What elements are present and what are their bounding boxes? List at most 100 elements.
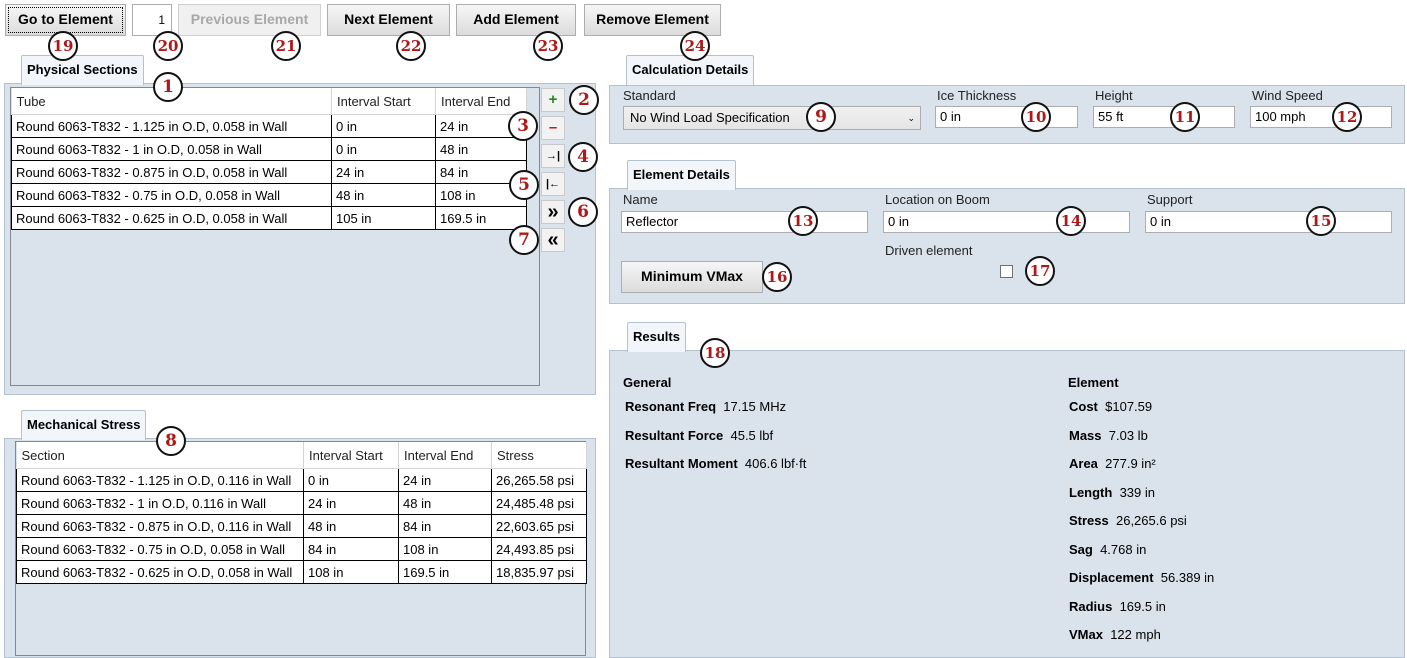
table-row[interactable]: Round 6063-T832 - 1.125 in O.D, 0.058 in… — [11, 114, 527, 138]
table-cell[interactable]: 0 in — [331, 114, 436, 138]
physical-sections-grid[interactable]: Tube Interval Start Interval End Round 6… — [10, 87, 540, 386]
table-cell[interactable]: 105 in — [331, 206, 436, 230]
table-cell[interactable]: 48 in — [331, 183, 436, 207]
table-cell[interactable]: Round 6063-T832 - 0.625 in O.D, 0.058 in… — [16, 560, 304, 584]
callout-badge: 1 — [153, 72, 183, 102]
go-to-element-button[interactable]: Go to Element — [5, 4, 126, 36]
table-row[interactable]: Round 6063-T832 - 1 in O.D, 0.116 in Wal… — [16, 491, 587, 515]
table-cell[interactable]: 108 in — [398, 537, 492, 561]
table-cell[interactable]: Round 6063-T832 - 1 in O.D, 0.116 in Wal… — [16, 491, 304, 515]
table-cell[interactable]: 84 in — [435, 160, 527, 184]
mechanical-stress-grid[interactable]: Section Interval Start Interval End Stre… — [15, 441, 587, 656]
callout-badge: 24 — [680, 31, 710, 61]
table-row[interactable]: Round 6063-T832 - 0.625 in O.D, 0.058 in… — [11, 206, 527, 230]
remove-section-button[interactable]: – — [541, 116, 565, 140]
wind-speed-input[interactable]: 100 mph — [1250, 106, 1392, 128]
column-header-stress[interactable]: Stress — [491, 442, 587, 469]
split-left-button[interactable]: |← — [541, 172, 565, 196]
table-cell[interactable]: 108 in — [303, 560, 399, 584]
table-cell[interactable]: 169.5 in — [398, 560, 492, 584]
split-right-button[interactable]: →| — [541, 144, 565, 168]
standard-select[interactable]: No Wind Load Specification ⌄ — [623, 106, 921, 130]
table-cell[interactable]: 0 in — [331, 137, 436, 161]
name-input[interactable]: Reflector — [621, 211, 868, 233]
standard-label: Standard — [623, 88, 676, 103]
table-cell[interactable]: 24 in — [331, 160, 436, 184]
table-cell[interactable]: 24,485.48 psi — [491, 491, 587, 515]
table-cell[interactable]: Round 6063-T832 - 0.75 in O.D, 0.058 in … — [16, 537, 304, 561]
result-name: Displacement — [1069, 570, 1154, 585]
table-row[interactable]: Round 6063-T832 - 1 in O.D, 0.058 in Wal… — [11, 137, 527, 161]
mechanical-stress-tab[interactable]: Mechanical Stress — [21, 410, 147, 440]
table-cell[interactable]: 18,835.97 psi — [491, 560, 587, 584]
callout-badge: 12 — [1332, 102, 1362, 132]
next-element-button[interactable]: Next Element — [327, 4, 450, 36]
callout-badge: 15 — [1306, 206, 1336, 236]
table-cell[interactable]: 48 in — [303, 514, 399, 538]
result-value: 17.15 MHz — [723, 399, 787, 414]
callout-badge: 5 — [509, 170, 539, 200]
table-cell[interactable]: 22,603.65 psi — [491, 514, 587, 538]
split-right-icon: →| — [545, 150, 561, 162]
remove-element-button[interactable]: Remove Element — [584, 4, 721, 36]
result-name: Length — [1069, 484, 1113, 500]
result-name: Resultant Force — [625, 427, 724, 443]
result-value: 406.6 lbf·ft — [744, 456, 807, 471]
mechanical-stress-table: Section Interval Start Interval End Stre… — [16, 442, 587, 584]
add-section-button[interactable]: + — [541, 88, 565, 112]
table-row[interactable]: Round 6063-T832 - 0.75 in O.D, 0.058 in … — [16, 537, 587, 561]
table-row[interactable]: Round 6063-T832 - 0.75 in O.D, 0.058 in … — [11, 183, 527, 207]
result-value: 122 mph — [1110, 627, 1161, 642]
table-cell[interactable]: Round 6063-T832 - 0.875 in O.D, 0.058 in… — [11, 160, 332, 184]
table-cell[interactable]: 24 in — [303, 491, 399, 515]
element-number-input[interactable]: 1 — [132, 4, 172, 36]
location-on-boom-input[interactable]: 0 in — [883, 211, 1130, 233]
table-cell[interactable]: 169.5 in — [435, 206, 527, 230]
driven-element-checkbox[interactable] — [1000, 265, 1013, 278]
table-cell[interactable]: 48 in — [398, 491, 492, 515]
callout-badge: 13 — [788, 206, 818, 236]
column-header-interval-start[interactable]: Interval Start — [331, 88, 436, 115]
height-input[interactable]: 55 ft — [1093, 106, 1235, 128]
element-details-tab[interactable]: Element Details — [627, 160, 736, 190]
callout-badge: 8 — [156, 426, 186, 456]
callout-badge: 20 — [153, 31, 183, 61]
table-cell[interactable]: Round 6063-T832 - 1.125 in O.D, 0.058 in… — [11, 114, 332, 138]
table-cell[interactable]: 84 in — [398, 514, 492, 538]
table-cell[interactable]: 26,265.58 psi — [491, 468, 587, 492]
table-cell[interactable]: 24,493.85 psi — [491, 537, 587, 561]
move-up-button[interactable]: « — [541, 228, 565, 252]
result-row: Area 277.9 in² — [1069, 456, 1156, 471]
table-cell[interactable]: Round 6063-T832 - 1 in O.D, 0.058 in Wal… — [11, 137, 332, 161]
table-cell[interactable]: Round 6063-T832 - 1.125 in O.D, 0.116 in… — [16, 468, 304, 492]
callout-badge: 4 — [568, 142, 598, 172]
table-row[interactable]: Round 6063-T832 - 0.625 in O.D, 0.058 in… — [16, 560, 587, 584]
minimum-vmax-button[interactable]: Minimum VMax — [621, 261, 763, 293]
table-row[interactable]: Round 6063-T832 - 0.875 in O.D, 0.116 in… — [16, 514, 587, 538]
column-header-interval-end[interactable]: Interval End — [398, 442, 492, 469]
table-row[interactable]: Round 6063-T832 - 1.125 in O.D, 0.116 in… — [16, 468, 587, 492]
mechanical-stress-header: Section Interval Start Interval End Stre… — [16, 442, 587, 469]
column-header-interval-start[interactable]: Interval Start — [303, 442, 399, 469]
ice-thickness-input[interactable]: 0 in — [935, 106, 1078, 128]
table-cell[interactable]: 24 in — [398, 468, 492, 492]
result-value: 26,265.6 psi — [1115, 513, 1187, 528]
table-cell[interactable]: 84 in — [303, 537, 399, 561]
column-header-interval-end[interactable]: Interval End — [435, 88, 527, 115]
move-down-button[interactable]: » — [541, 200, 565, 224]
physical-sections-tab[interactable]: Physical Sections — [21, 55, 144, 85]
result-row: Radius 169.5 in — [1069, 599, 1166, 614]
add-element-button[interactable]: Add Element — [456, 4, 576, 36]
callout-badge: 9 — [806, 102, 836, 132]
physical-sections-header: Tube Interval Start Interval End — [11, 88, 527, 115]
support-input[interactable]: 0 in — [1145, 211, 1392, 233]
callout-badge: 19 — [48, 31, 78, 61]
table-row[interactable]: Round 6063-T832 - 0.875 in O.D, 0.058 in… — [11, 160, 527, 184]
previous-element-button[interactable]: Previous Element — [178, 4, 321, 36]
table-cell[interactable]: 0 in — [303, 468, 399, 492]
table-cell[interactable]: Round 6063-T832 - 0.625 in O.D, 0.058 in… — [11, 206, 332, 230]
table-cell[interactable]: Round 6063-T832 - 0.75 in O.D, 0.058 in … — [11, 183, 332, 207]
table-cell[interactable]: Round 6063-T832 - 0.875 in O.D, 0.116 in… — [16, 514, 304, 538]
results-tab[interactable]: Results — [627, 322, 686, 352]
table-cell[interactable]: 48 in — [435, 137, 527, 161]
